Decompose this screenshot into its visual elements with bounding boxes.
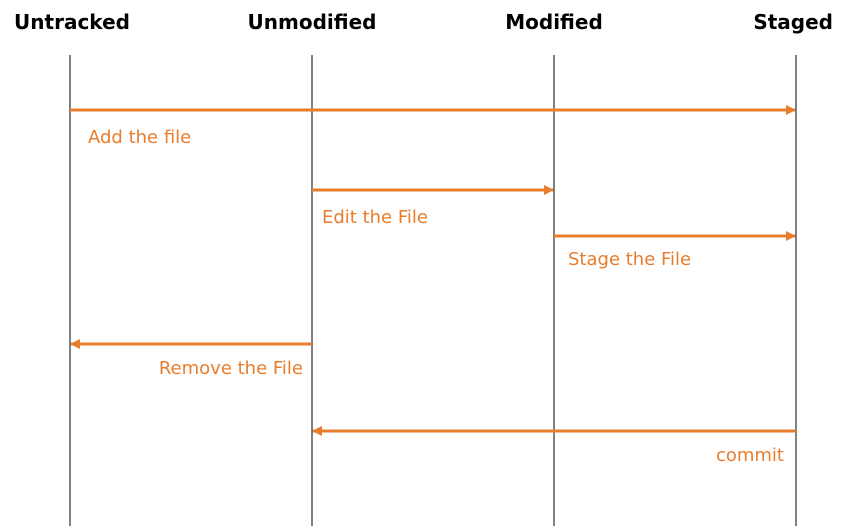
state-label-unmodified: Unmodified [248, 10, 377, 34]
label-edit-the-file: Edit the File [322, 207, 428, 228]
label-stage-the-file: Stage the File [568, 249, 691, 270]
label-remove-the-file: Remove the File [159, 358, 303, 379]
label-add-the-file: Add the file [88, 127, 191, 148]
state-label-staged: Staged [753, 10, 833, 34]
label-commit: commit [716, 445, 784, 466]
state-label-untracked: Untracked [14, 10, 130, 34]
state-label-modified: Modified [505, 10, 603, 34]
